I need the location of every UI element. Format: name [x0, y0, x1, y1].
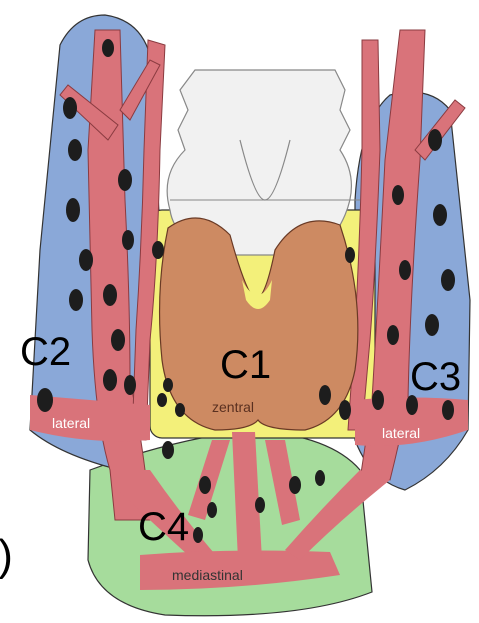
lymph-node — [111, 329, 125, 351]
lymph-node — [103, 369, 117, 391]
lymph-node — [162, 441, 174, 459]
lymph-node — [79, 249, 93, 271]
c3-label: C3 — [410, 355, 461, 399]
c1-sublabel: zentral — [212, 399, 254, 415]
lymph-node — [124, 375, 136, 395]
lymph-node — [199, 476, 211, 494]
lymph-node — [118, 169, 132, 191]
lymph-node — [66, 198, 80, 222]
lymph-node — [69, 289, 83, 311]
lymph-node — [255, 497, 265, 513]
lymph-node — [193, 527, 203, 543]
lymph-node — [163, 378, 173, 392]
lymph-node — [441, 269, 455, 291]
c4-label: C4 — [138, 505, 189, 549]
c1-label: C1 — [220, 343, 271, 387]
lymph-node — [425, 314, 439, 336]
lymph-node — [103, 284, 117, 306]
c2-label: C2 — [20, 330, 71, 374]
lymph-node — [433, 204, 447, 226]
lymph-node — [339, 400, 351, 420]
lymph-node — [387, 325, 399, 345]
lymph-node — [399, 260, 411, 280]
lymph-node — [319, 385, 331, 405]
lymph-node — [289, 476, 301, 494]
lymph-node — [392, 185, 404, 205]
lymph-node — [315, 470, 325, 486]
lymph-node — [68, 139, 82, 161]
lymph-node — [152, 241, 164, 259]
panel-marker: I) — [0, 531, 13, 580]
lymph-node — [37, 388, 53, 412]
lymph-node — [345, 247, 355, 263]
c2-sublabel: lateral — [52, 415, 90, 431]
lymph-node — [122, 230, 134, 250]
lymph-node — [157, 393, 167, 407]
c4-sublabel: mediastinal — [172, 567, 243, 583]
lymph-node — [102, 39, 114, 57]
lymph-node — [207, 502, 217, 518]
lymph-node — [175, 403, 185, 417]
lymph-node — [428, 129, 442, 151]
lymph-node — [63, 97, 77, 119]
lymph-node — [372, 390, 384, 410]
lymph-node — [442, 400, 454, 420]
c3-sublabel: lateral — [382, 425, 420, 441]
